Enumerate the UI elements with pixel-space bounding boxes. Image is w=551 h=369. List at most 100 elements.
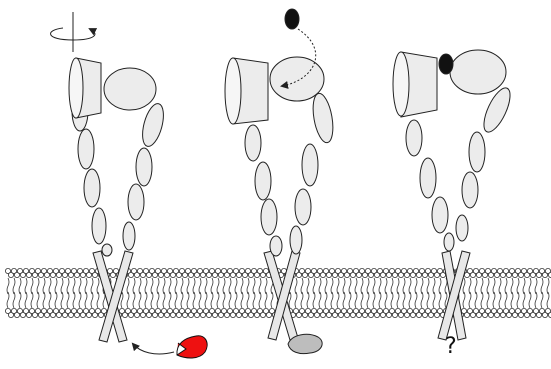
lipid-tail <box>493 278 495 294</box>
lipid-tail <box>139 292 141 308</box>
lipid-tail <box>223 278 225 294</box>
domain-ellipse <box>290 226 302 254</box>
receptor-panel-1 <box>51 12 208 358</box>
globular-domain <box>270 57 324 101</box>
lipid-tail <box>355 292 357 308</box>
lipid-tail <box>217 278 219 294</box>
lipid-tail <box>19 278 21 294</box>
lipid-tail <box>301 278 303 294</box>
lipid-tail <box>43 292 45 308</box>
lipid-tail <box>175 292 177 308</box>
lipid-tail <box>247 292 249 308</box>
domain-ellipse <box>92 208 106 244</box>
lipid-tail <box>481 278 483 294</box>
lipid-tail <box>475 292 477 308</box>
lipid-tail <box>265 292 267 308</box>
lipid-tail <box>271 292 273 308</box>
lipid-tail <box>547 278 549 294</box>
lipid-tail <box>13 278 15 294</box>
lipid-tail <box>499 292 501 308</box>
domain-ellipse <box>136 148 152 186</box>
lipid-tail <box>163 278 165 294</box>
lipid-tail <box>463 292 465 308</box>
domain-ellipse <box>444 233 454 251</box>
lipid-tail <box>487 292 489 308</box>
lipid-tail <box>385 278 387 294</box>
lipid-tail <box>97 292 99 308</box>
lipid-tail <box>49 278 51 294</box>
ligand-dot <box>439 54 453 74</box>
lipid-tail <box>541 278 543 294</box>
lipid-tail <box>409 292 411 308</box>
domain-ellipse <box>469 132 485 172</box>
lipid-tail <box>439 292 441 308</box>
lipid-tail <box>97 278 99 294</box>
lipid-tail <box>307 278 309 294</box>
lipid-tail <box>397 292 399 308</box>
lipid-tail <box>193 278 195 294</box>
lipid-tail <box>319 278 321 294</box>
domain-ellipse <box>255 162 271 200</box>
lipid-tail <box>355 278 357 294</box>
lipid-tail <box>415 292 417 308</box>
domain-ellipse <box>406 120 422 156</box>
lipid-tail <box>235 278 237 294</box>
lipid-tail <box>433 292 435 308</box>
domain-ellipse <box>84 169 100 207</box>
lipid-tail <box>511 278 513 294</box>
lipid-tail <box>37 292 39 308</box>
lipid-tail <box>439 278 441 294</box>
lipid-tail <box>181 292 183 308</box>
domain-ellipse <box>139 101 168 148</box>
domain-ellipse <box>245 125 261 161</box>
lipid-tail <box>481 292 483 308</box>
lipid-tail <box>535 292 537 308</box>
lipid-tail <box>205 278 207 294</box>
lipid-tail <box>61 292 63 308</box>
lipid-tail <box>337 292 339 308</box>
lipid-tail <box>385 292 387 308</box>
lipid-tail <box>247 278 249 294</box>
question-mark: ? <box>445 336 457 358</box>
lipid-tail <box>499 278 501 294</box>
lipid-tail <box>169 278 171 294</box>
lipid-tail <box>139 278 141 294</box>
lipid-tail <box>43 278 45 294</box>
lipid-tail <box>199 278 201 294</box>
lipid-tail <box>199 292 201 308</box>
lipid-tail <box>349 292 351 308</box>
lipid-tail <box>517 278 519 294</box>
lipid-tail <box>91 292 93 308</box>
lipid-tail <box>187 278 189 294</box>
lipid-tail <box>253 292 255 308</box>
domain-ellipse <box>261 199 277 235</box>
lipid-tail <box>337 278 339 294</box>
red-protein <box>177 336 207 358</box>
lipid-tail <box>349 278 351 294</box>
lipid-tail <box>91 278 93 294</box>
lipid-tail <box>241 278 243 294</box>
lipid-tail <box>133 278 135 294</box>
lipid-tail <box>37 278 39 294</box>
domain-ellipse <box>78 129 94 169</box>
lipid-tail <box>55 292 57 308</box>
lipid-tail <box>331 292 333 308</box>
lipid-tail <box>313 292 315 308</box>
lipid-tail <box>7 292 9 308</box>
lipid-tail <box>205 292 207 308</box>
lipid-tail <box>379 292 381 308</box>
lipid-tail <box>79 292 81 308</box>
lipid-tail <box>289 292 291 308</box>
domain-ellipse <box>270 236 282 256</box>
lipid-tail <box>409 278 411 294</box>
lipid-tail <box>151 278 153 294</box>
lipid-tail <box>367 278 369 294</box>
lipid-tail <box>169 292 171 308</box>
lipid-tail <box>85 292 87 308</box>
lipid-tail <box>133 292 135 308</box>
lipid-tail <box>145 278 147 294</box>
lipid-tail <box>127 278 129 294</box>
rotation-arrow-icon <box>51 12 95 52</box>
lipid-tail <box>427 278 429 294</box>
lipid-tail <box>145 292 147 308</box>
